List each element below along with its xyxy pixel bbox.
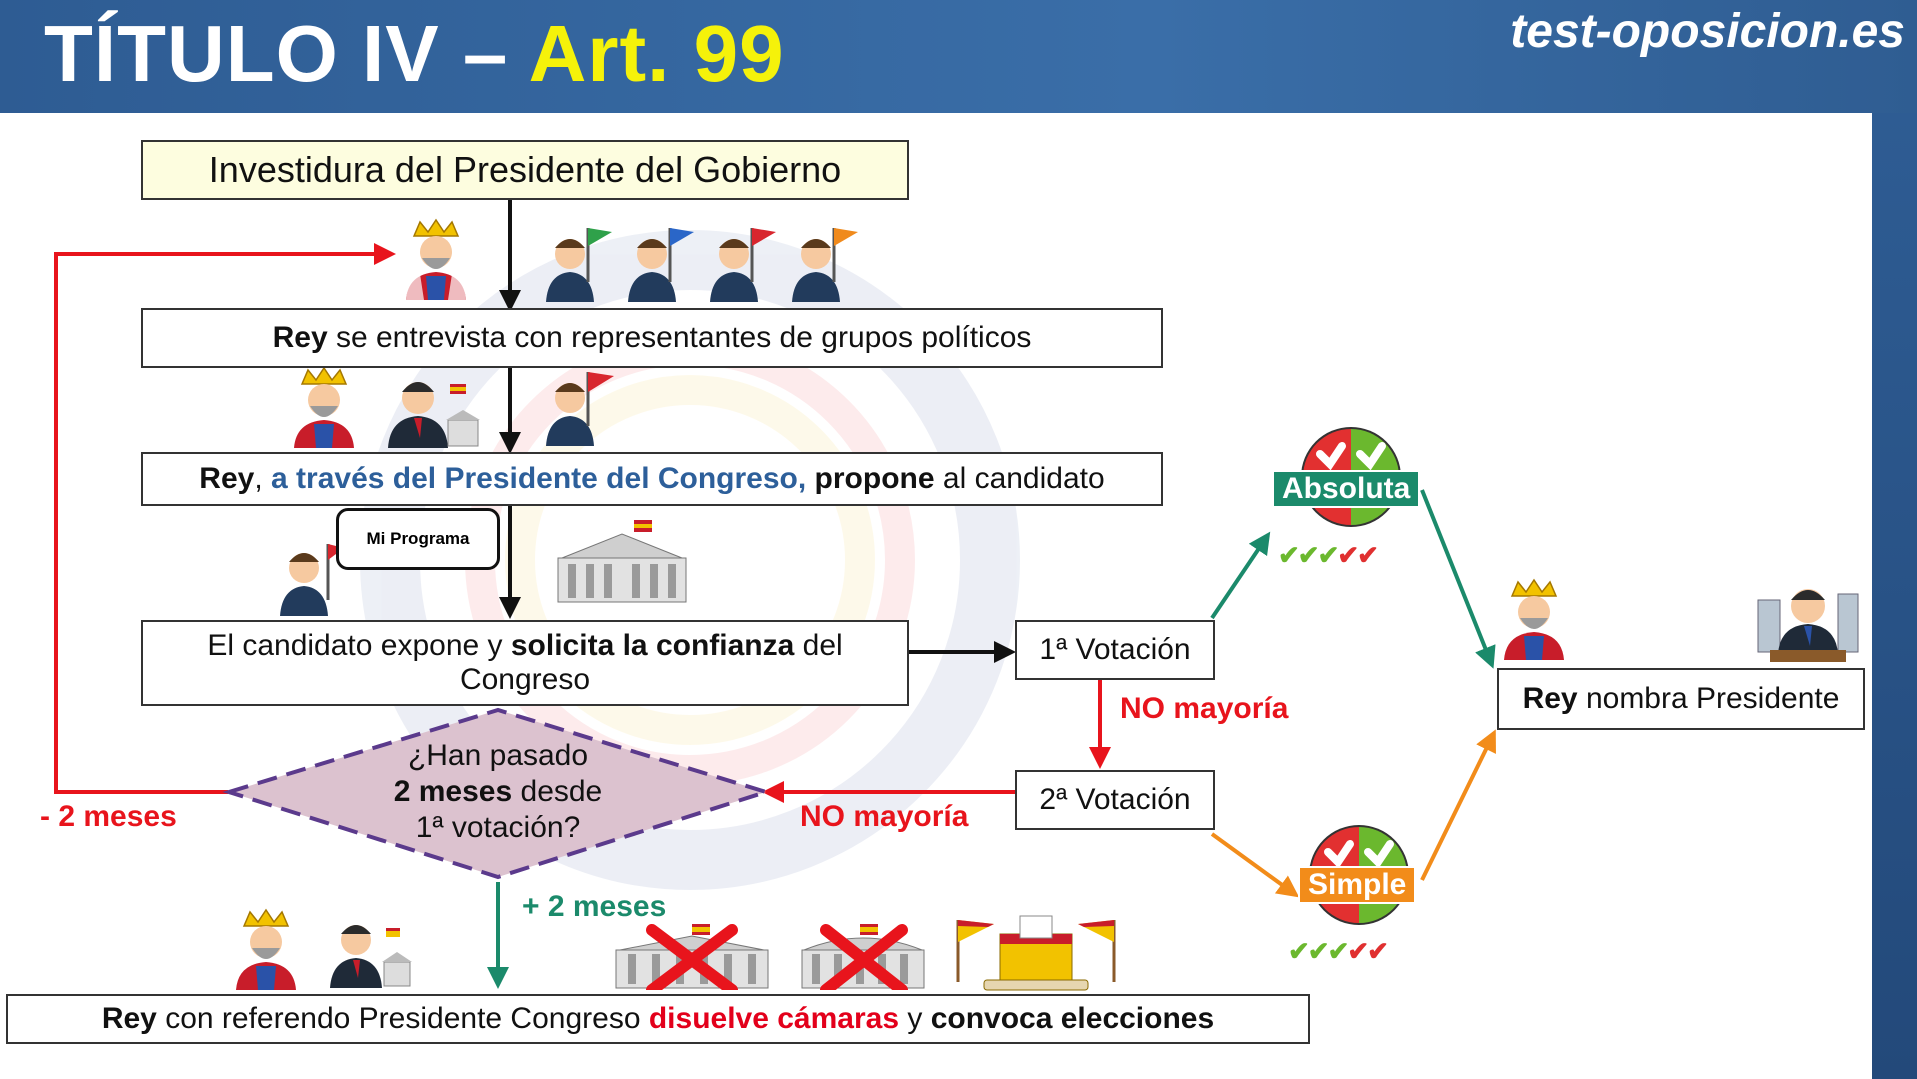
decision-line3: 1ª votación? [415,811,581,844]
final-mid: con referendo Presidente Congreso [156,1001,649,1035]
final-bold2: convoca elecciones [930,1001,1215,1035]
politicians-group [540,222,880,307]
decision-diamond [222,707,773,880]
step2-bold2: propone [806,461,935,495]
cross-icon [646,924,738,990]
no-majority-label-2: NO mayoría [800,800,969,833]
step2-box: Rey, a través del Presidente del Congres… [141,452,1163,506]
result-box: Rey nombra Presidente [1497,668,1865,730]
right-stripe [1872,113,1917,1079]
politician-flag-icon [710,228,776,302]
title-article: Art. 99 [528,9,785,98]
king-icon [1504,578,1564,660]
king-icon [406,218,466,300]
final-and: y [899,1001,931,1035]
decision-text: ¿Han pasado 2 meses desde 1ª votación? [320,738,676,846]
ballot-box-icon [956,915,1116,991]
final-box: Rey con referendo Presidente Congreso di… [6,994,1310,1044]
arrow-absoluta-to-result [1420,489,1496,669]
vote2-box: 2ª Votación [1015,770,1215,830]
speech-bubble: Mi Programa [336,508,500,570]
header-bar: TÍTULO IV – Art. 99 test-oposicion.es [0,0,1917,113]
prime-minister-icon [1757,589,1859,662]
cross-icon [820,924,908,990]
step1-text: se entrevista con representantes de grup… [327,320,1032,354]
senate-dissolved-icon [801,924,925,990]
congress-dissolved-icon [615,924,769,990]
arrow-loop-back [54,243,396,794]
congress-building-icon [557,520,687,603]
king-icon [236,908,296,990]
step3-box: El candidato expone y solicita la confia… [141,620,909,706]
step3-bold: solicita la confianza [510,628,795,662]
start-box: Investidura del Presidente del Gobierno [141,140,909,200]
final-bold1: Rey [101,1001,157,1035]
vote2-text: 2ª Votación [1039,782,1191,816]
result-text: nombra Presidente [1577,681,1840,715]
king-icon [294,366,354,448]
less-two-months-label: - 2 meses [40,800,177,833]
result-bold: Rey [1522,681,1578,715]
step2-rest: al candidato [934,461,1105,495]
step3-post: del Congreso [459,628,843,697]
title-prefix: TÍTULO IV – [44,9,529,98]
decision-line2: desde [512,775,603,808]
arrow-vote2-to-simple [1210,832,1300,898]
step2-blue: a través del Presidente del Congreso, [271,461,807,495]
no-majority-label-1: NO mayoría [1120,692,1289,725]
site-name: test-oposicion.es [1510,5,1905,58]
step1-bold: Rey [272,320,328,354]
vote1-box: 1ª Votación [1015,620,1215,680]
decision-bold: 2 meses [393,775,513,808]
final-red: disuelve cámaras [648,1001,900,1035]
page-title: TÍTULO IV – Art. 99 [44,8,785,100]
plus-two-months-label: + 2 meses [522,890,667,923]
majority-simple-badge: Simple [1298,866,1417,904]
majority-absolute-badge: Absoluta [1272,470,1421,508]
checks-simple: ✔✔✔✔✔ [1288,936,1389,966]
start-text: Investidura del Presidente del Gobierno [208,149,842,191]
arrow-vote1-to-absoluta [1210,531,1271,620]
step2-sep: , [254,461,272,495]
politician-flag-icon [628,228,694,302]
politician-flag-icon [792,228,858,302]
step2-bold1: Rey [199,461,255,495]
step1-box: Rey se entrevista con representantes de … [141,308,1163,368]
speech-bubble-text: Mi Programa [366,529,470,549]
president-congress-icon [330,925,412,988]
politician-flag-icon [546,372,614,446]
president-congress-icon [388,382,480,448]
step3-pre: El candidato expone y [207,628,511,662]
arrow-simple-to-result [1420,729,1496,881]
checks-absolute: ✔✔✔✔✔ [1278,540,1379,570]
decision-line1: ¿Han pasado [407,739,589,772]
vote1-text: 1ª Votación [1039,632,1191,666]
politician-flag-icon [546,228,612,302]
